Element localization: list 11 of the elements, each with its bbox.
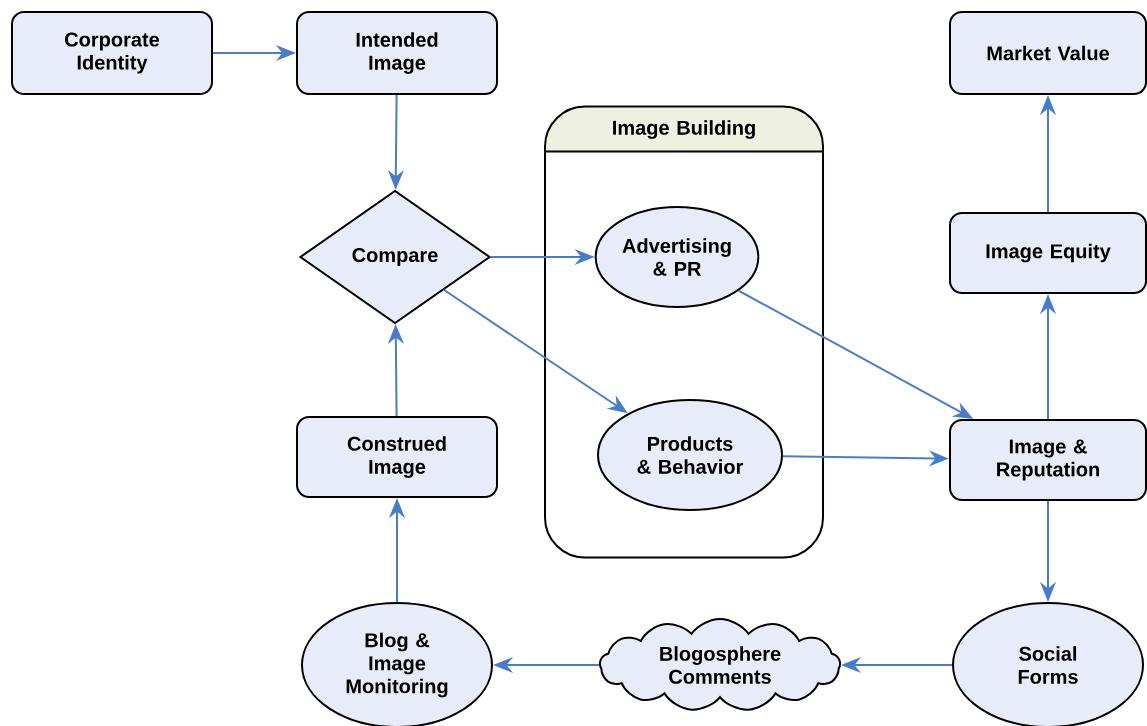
ellipse-node: Social Forms <box>952 602 1144 726</box>
ellipse-node: Blog & Image Monitoring <box>301 602 493 726</box>
process-box: Image & Reputation <box>949 419 1147 501</box>
process-box: Intended Image <box>296 11 498 95</box>
ellipse-node: Advertising & PR <box>594 206 760 308</box>
process-box: Image Equity <box>949 212 1147 294</box>
process-box: Market Value <box>949 11 1147 95</box>
cloud-node: Blogosphere Comments <box>599 618 841 711</box>
ellipse-node: Products & Behavior <box>597 399 783 511</box>
process-box: Construed Image <box>296 416 498 498</box>
process-box: Corporate Identity <box>11 11 213 95</box>
